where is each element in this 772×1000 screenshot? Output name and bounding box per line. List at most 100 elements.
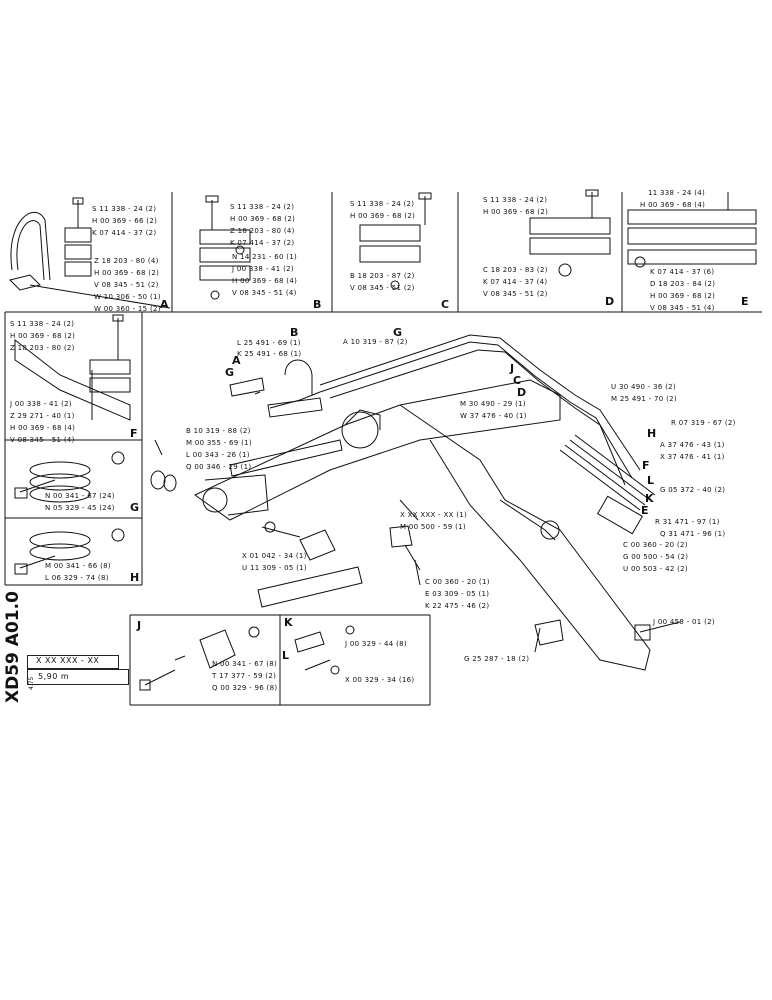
callout-c: C (513, 374, 522, 387)
panel-letter-e: E (741, 295, 749, 308)
part-label: D 18 203 - 84 (2) (650, 280, 716, 288)
panel-letter-c: C (441, 298, 450, 311)
part-label: H 00 369 - 68 (2) (483, 208, 549, 216)
callout-h: H (647, 427, 657, 440)
part-label: U 30 490 - 36 (2) (611, 383, 676, 391)
part-label: C 00 360 - 20 (1) (425, 578, 490, 586)
part-label: H 00 369 - 66 (2) (92, 217, 158, 225)
part-label: N 14 231 - 60 (1) (232, 253, 298, 261)
callout-k: K (645, 492, 654, 505)
part-label: N 00 341 - 67 (8) (212, 660, 278, 668)
panel-letter-f: F (130, 427, 138, 440)
part-label: R 31 471 - 97 (1) (655, 518, 720, 526)
panel-letter-k: K (284, 616, 293, 629)
part-label: W 37 476 - 40 (1) (460, 412, 527, 420)
part-label: X XX XXX - XX (1) (400, 511, 468, 519)
part-label: H 00 369 - 68 (2) (94, 269, 160, 277)
part-label: H 00 369 - 68 (2) (650, 292, 716, 300)
part-label: M 00 355 - 69 (1) (186, 439, 252, 447)
length-box: 5,90 m (27, 669, 129, 685)
part-label: C 18 203 - 83 (2) (483, 266, 548, 274)
part-label: J 00 338 - 41 (2) (10, 400, 72, 408)
part-label: K 07 414 - 37 (2) (92, 229, 157, 237)
part-label: T 17 377 - 59 (2) (212, 672, 277, 680)
part-label: Q 31 471 - 96 (1) (660, 530, 726, 538)
panel-letter-b: B (313, 298, 322, 311)
part-label: L 00 343 - 26 (1) (186, 451, 250, 459)
part-label: K 07 414 - 37 (6) (650, 268, 715, 276)
part-label: H 00 369 - 68 (4) (640, 201, 706, 209)
part-label: K 22 475 - 46 (2) (425, 602, 490, 610)
callout-b: B (290, 326, 299, 339)
panel-letter-h: H (130, 571, 140, 584)
callout-g: G (225, 366, 235, 379)
part-label: V 08 345 - 51 (4) (232, 289, 297, 297)
part-label: X 37 476 - 41 (1) (660, 453, 725, 461)
part-label: H 00 369 - 68 (2) (230, 215, 296, 223)
part-number-box: X XX XXX - XX (27, 655, 119, 669)
part-label: H 00 369 - 68 (2) (10, 332, 76, 340)
part-label: Z 18 203 - 80 (4) (94, 257, 159, 265)
part-label: J 00 329 - 44 (8) (345, 640, 407, 648)
part-label: X 00 329 - 34 (16) (345, 676, 415, 684)
part-label: V 08 345 - 51 (4) (10, 436, 75, 444)
part-label: H 00 369 - 68 (2) (350, 212, 416, 220)
part-label: S 11 338 - 24 (2) (350, 200, 415, 208)
part-label: U 11 309 - 05 (1) (242, 564, 307, 572)
panel-letter-g: G (130, 501, 140, 514)
side-code: XD59 A01.0 (3, 591, 23, 703)
part-label: M 25 491 - 70 (2) (611, 395, 677, 403)
callout-l: L (647, 474, 655, 487)
panel-letter-l: L (282, 649, 290, 662)
part-label: Q 00 346 - 29 (1) (186, 463, 252, 471)
part-label: 11 338 - 24 (4) (648, 189, 706, 197)
part-label: S 11 338 - 24 (2) (92, 205, 157, 213)
small-number: 4.75 (28, 676, 35, 690)
part-label: K 07 414 - 37 (2) (230, 239, 295, 247)
part-label: V 08 345 - 51 (2) (483, 290, 548, 298)
part-label: Q 00 329 - 96 (8) (212, 684, 278, 692)
part-label: S 11 338 - 24 (2) (10, 320, 75, 328)
part-label: R 07 319 - 67 (2) (671, 419, 736, 427)
part-label: E 03 309 - 05 (1) (425, 590, 490, 598)
part-label: C 00 360 - 20 (2) (623, 541, 688, 549)
part-label: K 07 414 - 37 (4) (483, 278, 548, 286)
part-label: Z 29 271 - 40 (1) (10, 412, 75, 420)
part-label: M 00 500 - 59 (1) (400, 523, 466, 531)
part-label: V 08 345 - 51 (4) (650, 304, 715, 312)
part-label: A 37 476 - 43 (1) (660, 441, 725, 449)
part-label: K 25 491 - 68 (1) (237, 350, 302, 358)
callout-g2: G (393, 326, 403, 339)
part-label: M 30 490 - 29 (1) (460, 400, 526, 408)
part-label: B 18 203 - 87 (2) (350, 272, 415, 280)
panel-letter-j: J (137, 619, 142, 632)
part-label: M 00 341 - 66 (8) (45, 562, 111, 570)
part-label: N 00 341 - 67 (24) (45, 492, 115, 500)
part-label: N 05 329 - 45 (24) (45, 504, 115, 512)
part-label: J 00 458 - 01 (2) (653, 618, 715, 626)
part-label: Z 18 203 - 80 (2) (10, 344, 75, 352)
part-label: G 25 287 - 18 (2) (464, 655, 530, 663)
part-label: H 00 369 - 68 (4) (10, 424, 76, 432)
part-label: W 10 306 - 50 (1) (94, 293, 161, 301)
part-label: L 06 329 - 74 (8) (45, 574, 109, 582)
panel-letter-a: A (160, 298, 169, 311)
part-label: B 10 319 - 88 (2) (186, 427, 251, 435)
callout-f: F (642, 459, 650, 472)
part-label: W 00 360 - 15 (2) (94, 305, 161, 313)
callout-d: D (517, 386, 527, 399)
panel-letter-d: D (605, 295, 615, 308)
part-label: G 00 500 - 54 (2) (623, 553, 689, 561)
part-label: G 05 372 - 40 (2) (660, 486, 726, 494)
part-label: J 00 338 - 41 (2) (232, 265, 294, 273)
part-label: U 00 503 - 42 (2) (623, 565, 688, 573)
part-label: V 08 345 - 51 (2) (350, 284, 415, 292)
part-label: A 10 319 - 87 (2) (343, 338, 408, 346)
callout-e: E (641, 504, 649, 517)
part-label: H 00 369 - 68 (4) (232, 277, 298, 285)
part-label: S 11 338 - 24 (2) (230, 203, 295, 211)
part-label: Z 18 203 - 80 (4) (230, 227, 295, 235)
part-label: S 11 338 - 24 (2) (483, 196, 548, 204)
